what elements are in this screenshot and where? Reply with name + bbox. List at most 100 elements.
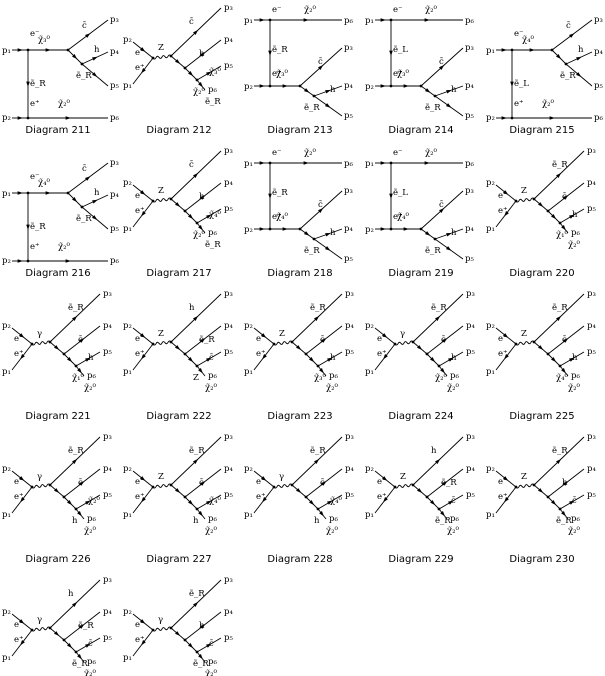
arrow-marker [17, 116, 23, 120]
particle-label: e⁺ [30, 242, 40, 252]
arrow-marker [442, 481, 448, 486]
external-label: p₂ [2, 321, 11, 331]
particle-label: h [199, 49, 205, 59]
external-label: p₂ [2, 607, 11, 617]
external-label: p₁ [244, 159, 253, 169]
boson-label: Z [158, 329, 164, 339]
external-label: p₁ [244, 510, 253, 520]
external-label: p₁ [123, 653, 132, 663]
arrow-marker [561, 225, 566, 231]
arrow-marker [188, 71, 194, 77]
external-label: p₃ [224, 3, 233, 13]
arrow-marker [282, 227, 288, 231]
external-label: p₂ [123, 35, 132, 45]
diagram-caption: Diagram 211 [25, 125, 90, 136]
particle-label: e⁺ [256, 349, 266, 359]
arrow-marker [440, 368, 445, 374]
external-label: p₆ [344, 159, 353, 169]
arrow-marker [175, 59, 181, 64]
external-label: p₃ [110, 158, 119, 168]
boson-line [515, 340, 535, 346]
boson-line [515, 197, 535, 203]
particle-label: c̄ [439, 57, 444, 67]
arrow-marker [261, 333, 267, 338]
diagram-caption: Diagram 224 [388, 411, 453, 422]
particle-label: c̄ [566, 21, 571, 31]
particle-label: c̄ [209, 639, 214, 649]
external-label: p₂ [244, 225, 253, 235]
arrow-marker [439, 64, 445, 70]
arrow-marker [17, 48, 23, 52]
particle-label: e⁻ [272, 148, 282, 158]
external-label: p₅ [466, 347, 475, 357]
arrow-marker [200, 52, 206, 57]
arrow-marker [141, 640, 146, 646]
particle-label: h [451, 228, 457, 238]
external-label: p₆ [87, 514, 96, 524]
arrow-marker [569, 357, 575, 362]
arrow-marker [20, 497, 25, 503]
arrow-marker [193, 315, 199, 321]
boson-line [31, 483, 51, 489]
boson-line [152, 197, 172, 203]
arrow-marker [85, 357, 91, 362]
arrow-marker [65, 259, 71, 263]
arrow-marker [79, 481, 85, 486]
arrow-marker [304, 88, 310, 93]
particle-label: c̄ [88, 639, 93, 649]
external-label: p₃ [466, 432, 475, 442]
external-label: p₁ [2, 46, 11, 56]
particle-label: ẽ_R [68, 445, 84, 456]
particle-label: χ̃₂⁰ [568, 525, 581, 536]
external-label: p₅ [103, 633, 112, 643]
arrow-marker [17, 191, 23, 195]
particle-label: e⁻ [393, 148, 403, 158]
arrow-marker [54, 631, 60, 636]
external-label: p₆ [344, 16, 353, 26]
particle-label: e⁺ [135, 492, 145, 502]
arrow-marker [327, 357, 333, 362]
particle-label: e⁺ [272, 69, 282, 79]
particle-label: h [199, 621, 205, 631]
external-label: p₅ [344, 254, 353, 264]
diagram-caption: Diagram 225 [509, 411, 574, 422]
external-label: p₁ [244, 367, 253, 377]
diagram-caption: Diagram 216 [25, 268, 90, 279]
arrow-marker [67, 643, 73, 649]
external-label: p₃ [344, 43, 353, 53]
boson-label: Z [279, 329, 285, 339]
arrow-marker [45, 191, 51, 195]
external-label: p₆ [87, 657, 96, 667]
diagram-caption: Diagram 213 [267, 125, 332, 136]
particle-label: e⁻ [14, 477, 24, 487]
particle-label: e⁻ [393, 5, 403, 15]
external-label: p₅ [587, 490, 596, 500]
feynman-diagram: p₁p₂e⁻e⁺ẽ_Lχ̃₄⁰p₃c̄p₄hp₅ẽ_Rp₆χ̃₂⁰Diagram… [486, 15, 603, 136]
particle-label: h [330, 353, 336, 363]
arrow-marker [296, 488, 302, 493]
boson-line [273, 340, 293, 346]
particle-label: e⁺ [272, 212, 282, 222]
arrow-marker [569, 500, 575, 505]
arrow-marker [85, 33, 91, 38]
arrow-marker [65, 116, 71, 120]
arrow-marker [448, 500, 454, 505]
external-label: p₂ [486, 321, 495, 331]
boson-line [152, 340, 172, 346]
external-label: p₃ [103, 575, 112, 585]
particle-label: c̄ [562, 192, 567, 202]
external-label: p₄ [345, 464, 354, 474]
boson-label: γ [400, 329, 405, 339]
external-label: p₃ [466, 289, 475, 299]
boson-label: Z [158, 186, 164, 196]
particle-label: c̄ [82, 164, 87, 174]
arrow-marker [141, 354, 146, 360]
arrow-marker [538, 345, 544, 350]
particle-label: χ̃₃⁰ [38, 34, 51, 45]
particle-label: ẽ_R [72, 658, 88, 669]
boson-label: γ [37, 615, 42, 625]
arrow-marker [446, 89, 452, 94]
